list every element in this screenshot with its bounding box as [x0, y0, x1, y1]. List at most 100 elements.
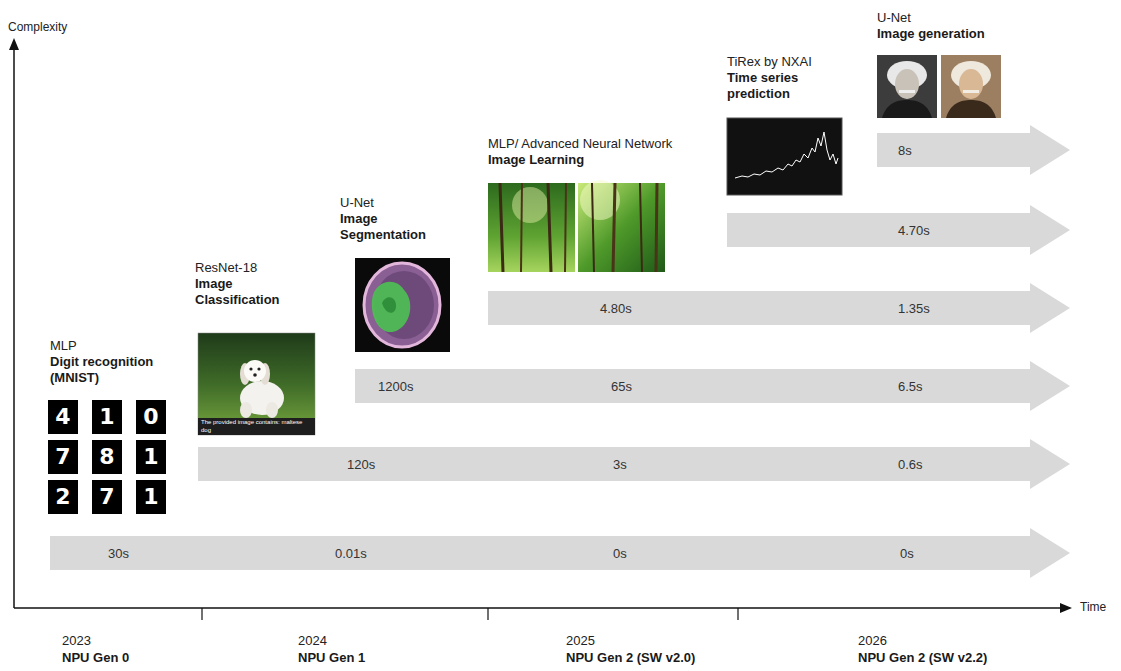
dog-head	[244, 360, 266, 382]
model-name-box: MLP/ Advanced Neural Network	[488, 136, 672, 152]
light-glow	[512, 187, 548, 223]
digit: 1	[143, 484, 158, 509]
digit: 1	[143, 444, 158, 469]
tree-trunk	[592, 183, 594, 272]
tree-trunk	[613, 183, 615, 272]
time-band: 120s 3s 0.6s	[198, 439, 1070, 489]
digit-box: 1	[136, 480, 166, 514]
time-slot: 1200s	[378, 369, 413, 403]
digit-tile	[48, 480, 78, 514]
time-slot: 65s	[611, 369, 632, 403]
portrait-ground	[941, 55, 1001, 118]
year: 2024	[298, 633, 327, 648]
time-slot: 0.01s	[335, 536, 367, 570]
task-name: Image Classification	[195, 276, 280, 307]
task-name-box: Time series prediction	[727, 70, 827, 102]
model-name-box: U-Net	[877, 10, 911, 26]
tree-trunk	[521, 183, 522, 272]
time-value: 6.5s	[898, 379, 923, 394]
band-arrow	[198, 439, 1070, 489]
chart-ground	[727, 118, 842, 195]
task-name-box: Image generation	[877, 26, 985, 42]
model-name-box: TiRex by NXAI	[727, 54, 812, 70]
task-name-box: Image Learning	[488, 152, 584, 168]
time-slot: 0.6s	[898, 447, 923, 481]
time-value: 0s	[613, 546, 627, 561]
time-value: 4.70s	[898, 223, 930, 238]
digit-tile	[48, 440, 78, 474]
digit: 4	[55, 404, 70, 429]
generation-box: NPU Gen 1	[298, 650, 365, 666]
axis-title: Complexity	[8, 20, 67, 34]
y-axis	[13, 46, 15, 608]
tree-trunk	[500, 183, 503, 272]
time-slot: 4.80s	[600, 291, 632, 325]
digit-tile	[92, 480, 122, 514]
image-caption: The provided image contains: maltese dog	[201, 419, 302, 433]
axis-title: Time	[1080, 600, 1106, 614]
model-name: U-Net	[877, 10, 911, 25]
model-name: U-Net	[340, 195, 374, 210]
time-value: 30s	[108, 546, 129, 561]
tick	[487, 608, 488, 620]
scan-ground	[355, 258, 450, 352]
portrait-moustache	[963, 90, 979, 93]
generation-box: NPU Gen 2 (SW v2.0)	[566, 650, 695, 666]
task-name-box: Image Segmentation	[340, 211, 445, 243]
band-shape	[488, 283, 1070, 333]
year: 2026	[858, 633, 887, 648]
task-name: Image Segmentation	[340, 211, 426, 242]
year-box: 2023	[62, 633, 91, 649]
task-name: Image generation	[877, 26, 985, 41]
photo-ground	[198, 333, 315, 435]
time-band: 8s	[877, 125, 1070, 175]
digit: 7	[99, 484, 114, 509]
portrait-moustache	[899, 90, 915, 93]
digit-box: 0	[136, 400, 166, 434]
time-value: 4.80s	[600, 301, 632, 316]
generation: NPU Gen 2 (SW v2.2)	[858, 650, 987, 665]
generation-box: NPU Gen 2 (SW v2.2)	[858, 650, 987, 666]
image-caption-box: The provided image contains: maltese dog	[198, 418, 315, 435]
tree-trunk	[656, 183, 657, 272]
digit-tile	[48, 400, 78, 434]
digit-box: 1	[92, 400, 122, 434]
band-arrow	[488, 283, 1070, 333]
model-name: TiRex by NXAI	[727, 54, 812, 69]
dog-leg	[240, 402, 252, 418]
digit-tile	[136, 480, 166, 514]
axis-title-box: Complexity	[8, 20, 67, 35]
time-slot: 8s	[898, 133, 912, 167]
year-box: 2025	[566, 633, 595, 649]
time-value: 120s	[347, 457, 375, 472]
band-arrow	[877, 125, 1070, 175]
x-axis-head	[1060, 603, 1072, 613]
task-name-box: Digit recognition (MNIST)	[50, 354, 185, 386]
time-value: 0.6s	[898, 457, 923, 472]
time-slot: 0s	[613, 536, 627, 570]
portrait-jacket	[946, 100, 996, 118]
digit: 8	[99, 444, 114, 469]
time-value: 1200s	[378, 379, 413, 394]
time-slot: 3s	[613, 447, 627, 481]
task-name: Time series prediction	[727, 70, 798, 101]
tree-trunk	[640, 183, 642, 272]
tree-trunk	[548, 183, 551, 272]
band-arrow	[727, 205, 1070, 255]
year: 2025	[566, 633, 595, 648]
time-value: 3s	[613, 457, 627, 472]
digit-box: 1	[136, 440, 166, 474]
model-name-box: ResNet-18	[195, 260, 257, 276]
dog-photo	[198, 333, 315, 435]
digit-tile	[92, 400, 122, 434]
time-slot: 30s	[108, 536, 129, 570]
time-slot: 6.5s	[898, 369, 923, 403]
digit: 7	[55, 444, 70, 469]
band-arrow	[355, 361, 1070, 411]
portrait-images	[877, 55, 1001, 118]
digit: 1	[99, 404, 114, 429]
segment-core	[382, 297, 396, 313]
digit-tile	[136, 440, 166, 474]
